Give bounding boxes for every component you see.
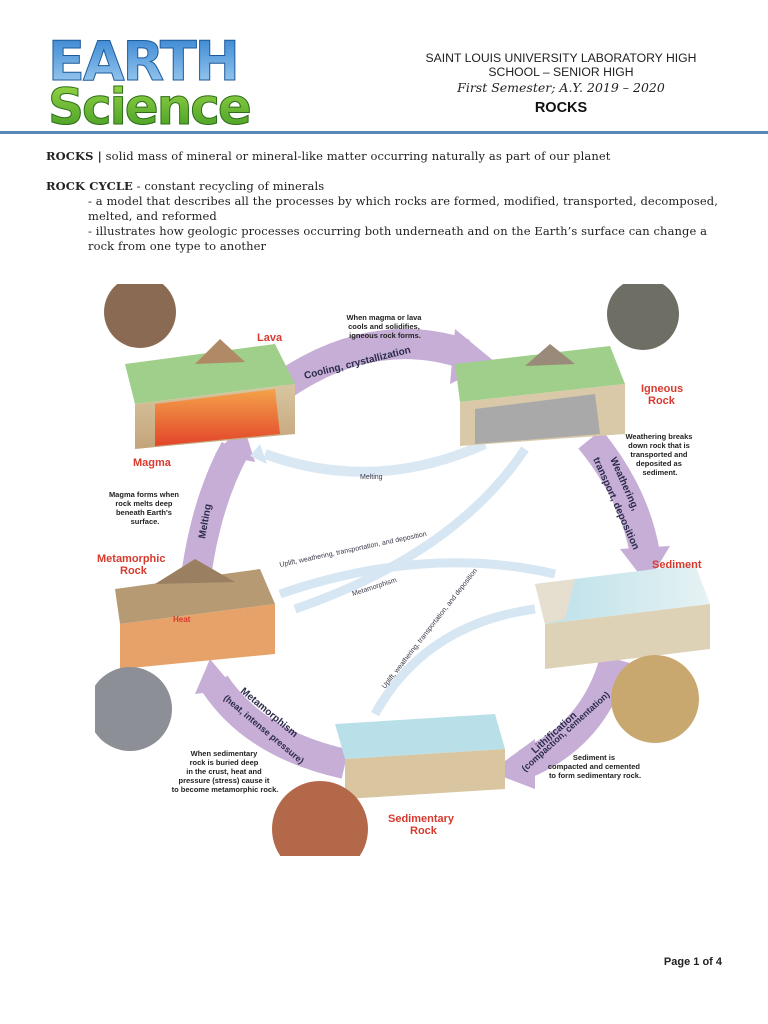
lava-label: Lava	[257, 332, 283, 344]
melting-inner-arrow	[263, 439, 488, 477]
metamorphic-label-1: Metamorphic	[97, 553, 165, 565]
header-divider	[0, 131, 768, 134]
sediment-block	[535, 564, 710, 669]
igneous-label-1: Igneous	[641, 383, 683, 395]
weathering-arrow-head	[620, 546, 670, 584]
svg-text:EARTH: EARTH	[48, 36, 238, 93]
school-name: SAINT LOUIS UNIVERSITY LABORATORY HIGH S…	[425, 51, 697, 79]
rock-cycle-diagram: Lava Magma Igneous Rock Sediment Metamor…	[95, 284, 710, 856]
sediment-photo	[611, 655, 699, 743]
rock-cycle-point-2: - illustrates how geologic processes occ…	[88, 224, 708, 253]
note-weathering: Weathering breaks down rock that is tran…	[625, 432, 694, 477]
sedimentary-photo	[272, 781, 368, 856]
lithification-arrow-head	[490, 739, 535, 789]
sedimentary-label-2: Rock	[410, 825, 438, 837]
sedimentary-block	[335, 714, 505, 799]
note-igneous: When magma or lava cools and solidifies,…	[346, 313, 423, 340]
rock-cycle-definition: ROCK CYCLE - constant recycling of miner…	[46, 179, 325, 193]
igneous-rock-block	[455, 344, 625, 446]
page-title: ROCKS	[534, 100, 588, 116]
semester-label: First Semester; A.Y. 2019 – 2020	[457, 80, 665, 95]
melting-inner-arrow-head	[250, 444, 267, 464]
note-metamorphic: When sedimentary rock is buried deep in …	[172, 749, 279, 794]
rocks-definition: ROCKS | solid mass of mineral or mineral…	[46, 149, 611, 163]
sediment-label: Sediment	[652, 559, 702, 571]
magma-block	[125, 339, 295, 449]
page-number: Page 1 of 4	[663, 956, 722, 968]
igneous-photo	[607, 284, 679, 350]
rock-cycle-point-1: - a model that describes all the process…	[88, 194, 719, 223]
note-sediment: Sediment is compacted and cemented to fo…	[548, 753, 642, 780]
lithification-arrow	[518, 654, 630, 778]
metamorphism-inner-arrow	[293, 446, 529, 614]
magma-label: Magma	[133, 457, 172, 469]
lava-photo	[104, 284, 176, 348]
sedimentary-label-1: Sedimentary	[388, 813, 455, 825]
weathering-arrow	[578, 429, 660, 557]
earth-science-logo: EARTH Science	[48, 36, 253, 126]
metamorphism-arrow-head	[195, 659, 235, 694]
igneous-label-2: Rock	[648, 395, 676, 407]
metamorphism-arrow	[202, 675, 349, 779]
metamorphic-photo	[95, 667, 172, 751]
document-body: ROCKS | solid mass of mineral or mineral…	[46, 149, 726, 254]
melting-inner-label: Melting	[360, 474, 383, 481]
cooling-arrow	[276, 329, 470, 397]
svg-text:Science: Science	[48, 78, 250, 126]
uplift-upper-arrow	[278, 558, 557, 599]
uplift-lower-arrow	[371, 604, 536, 717]
metamorphic-label-2: Rock	[120, 565, 148, 577]
metamorphic-block	[115, 559, 275, 669]
note-magma: Magma forms when rock melts deep beneath…	[109, 490, 181, 526]
heat-label: Heat	[173, 615, 191, 624]
